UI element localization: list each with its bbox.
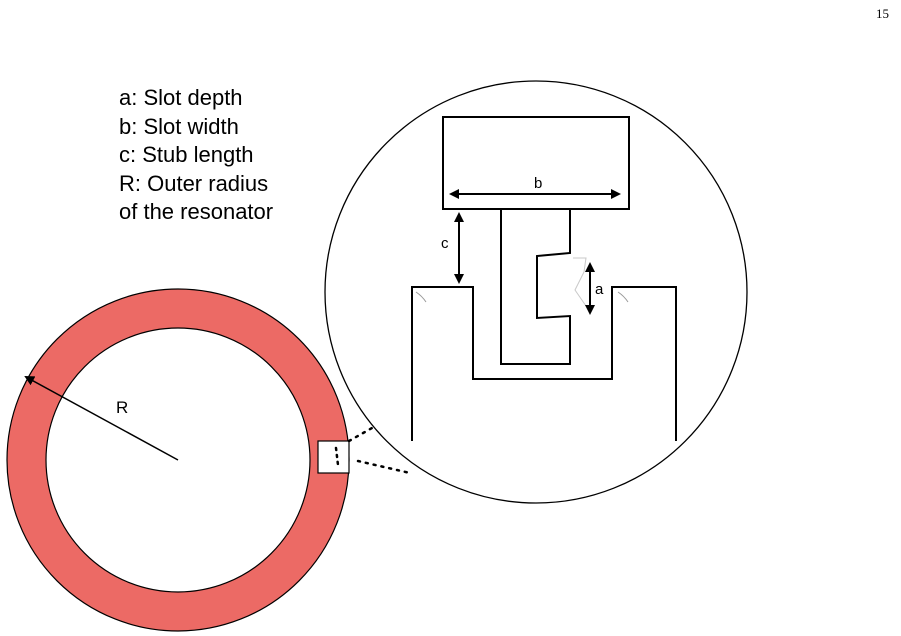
legend-line-stub-length: c: Stub length (119, 142, 254, 167)
page-number: 15 (876, 6, 889, 21)
label-c: c (441, 235, 449, 252)
zoom-dotted-inner (334, 446, 340, 467)
construction-mark-slot (573, 257, 587, 307)
legend-line-outer-radius: R: Outer radius (119, 170, 269, 196)
construction-mark-left (415, 291, 427, 303)
legend-line-slot-width: b: Slot width (119, 113, 239, 139)
legend-line-of-resonator: of the resonator (119, 199, 274, 224)
stub-outline (500, 209, 571, 365)
label-R: R (116, 398, 128, 417)
label-a: a (595, 281, 604, 298)
label-b: b (534, 175, 542, 192)
zoom-connector-top (347, 426, 374, 443)
construction-mark-right (617, 291, 629, 303)
slot-outline (411, 286, 677, 441)
radius-arrow (24, 376, 179, 461)
zoom-selection-box (317, 440, 350, 474)
legend: a: Slot depth b: Slot width c: Stub leng… (119, 84, 273, 227)
zoom-connector-bottom (356, 459, 412, 475)
legend-line-slot-depth: a: Slot depth (119, 85, 243, 110)
slot-cap-rectangle (442, 116, 630, 210)
